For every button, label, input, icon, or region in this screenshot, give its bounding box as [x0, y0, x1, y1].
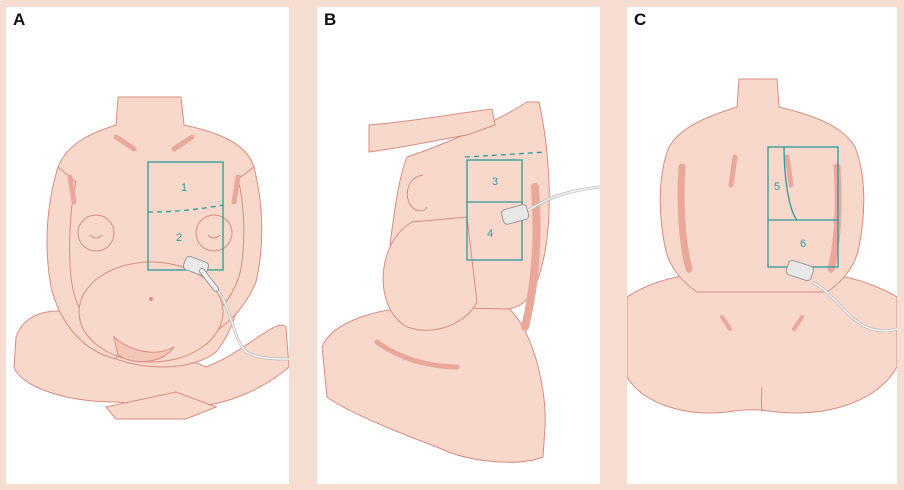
zone-label-4: 4 — [487, 228, 493, 240]
zone-label-2: 2 — [176, 232, 182, 244]
zone-label-6: 6 — [800, 238, 806, 250]
zone-label-3: 3 — [492, 176, 498, 188]
back-seated-figure: 5 6 — [627, 7, 897, 484]
panel-a: A — [6, 7, 289, 484]
side-seated-figure: 3 4 — [317, 7, 600, 484]
panel-c: C 5 6 — [627, 7, 897, 484]
zone-label-5: 5 — [774, 181, 780, 193]
panel-b: B 3 4 — [317, 7, 600, 484]
front-seated-figure: 1 2 — [6, 7, 289, 484]
zone-label-1: 1 — [181, 182, 187, 194]
